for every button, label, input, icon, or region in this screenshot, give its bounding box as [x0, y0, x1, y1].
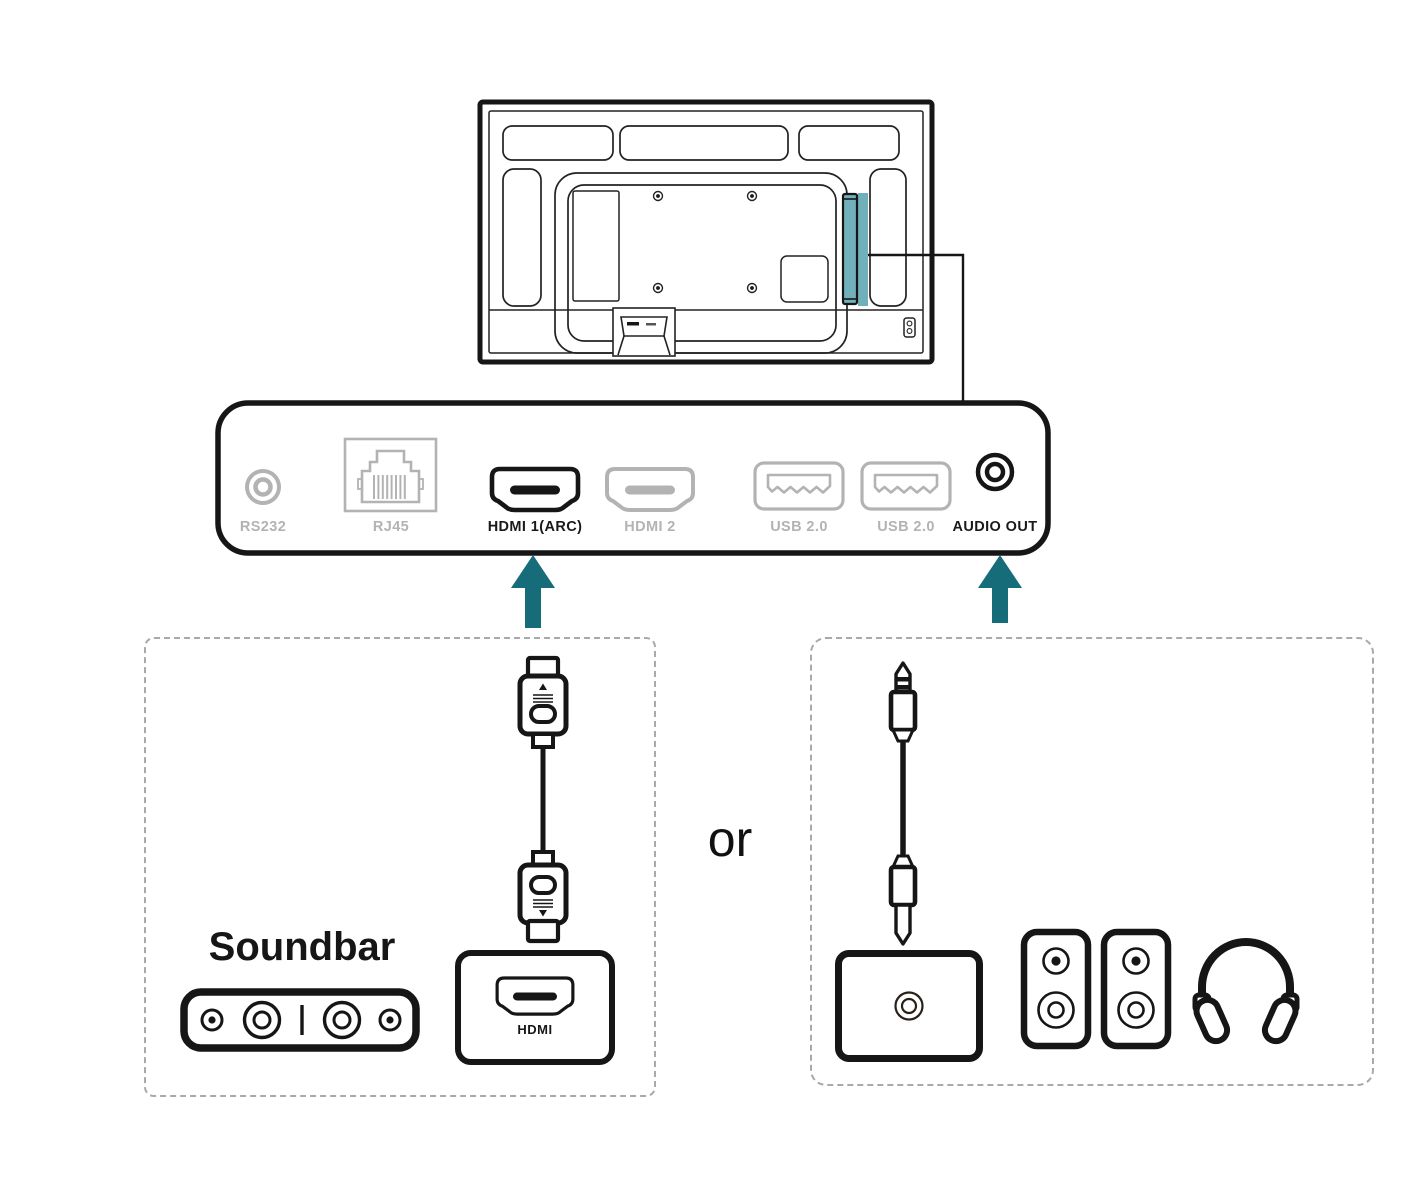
tv-kensington-icon [903, 317, 916, 338]
tv-vent-right [869, 168, 907, 307]
hdmi1-port-icon [489, 466, 581, 513]
tv-vent-top-left [502, 125, 614, 161]
usb2-label: USB 2.0 [877, 519, 935, 535]
rj45-label: RJ45 [373, 519, 409, 535]
tv-back-icon [477, 99, 965, 407]
tv-right-plate [780, 255, 829, 303]
tv-stand-mount [612, 307, 676, 357]
hdmi-input-label: HDMI [517, 1022, 553, 1037]
audio-cable-icon [888, 661, 918, 946]
callout-line [868, 253, 965, 407]
port-bay-highlight-bar [858, 193, 868, 306]
tv-vent-top-right [798, 125, 900, 161]
hdmi2-port-icon [605, 467, 695, 512]
soundbar-icon [180, 988, 420, 1052]
audio-receiver-icon [835, 950, 983, 1062]
rj45-port-icon [343, 437, 438, 513]
rs232-label: RS232 [240, 519, 286, 535]
audio-out-port-icon [975, 452, 1015, 492]
tv-left-plate [572, 190, 620, 302]
speakers-icon [1020, 928, 1172, 1050]
tv-vent-top-middle [619, 125, 789, 161]
hdmi1-label: HDMI 1(ARC) [488, 519, 583, 535]
headphones-icon [1192, 938, 1300, 1045]
usb1-port-icon [753, 461, 845, 511]
tv-vesa-holes [652, 190, 758, 294]
hdmi2-label: HDMI 2 [624, 519, 676, 535]
soundbar-title: Soundbar [208, 925, 396, 969]
audio-jack-icon [894, 991, 924, 1021]
arrow-up-icon-hdmi [511, 555, 555, 628]
tv-channel-inner [567, 184, 837, 342]
soundbar-hdmi-input: HDMI [455, 950, 615, 1065]
or-separator: or [707, 811, 753, 867]
arrow-up-icon-audio [978, 555, 1022, 623]
tv-vent-left [502, 168, 542, 307]
ports-panel: RS232 RJ45 HDMI 1(ARC) HDMI 2 [215, 400, 1051, 556]
audio-out-label: AUDIO OUT [953, 519, 1038, 535]
hdmi-port-icon [495, 976, 575, 1016]
port-bay-connector [841, 192, 859, 306]
usb1-label: USB 2.0 [770, 519, 828, 535]
usb2-port-icon [860, 461, 952, 511]
rs232-port-icon [245, 469, 281, 505]
hdmi-cable-icon [517, 655, 569, 944]
